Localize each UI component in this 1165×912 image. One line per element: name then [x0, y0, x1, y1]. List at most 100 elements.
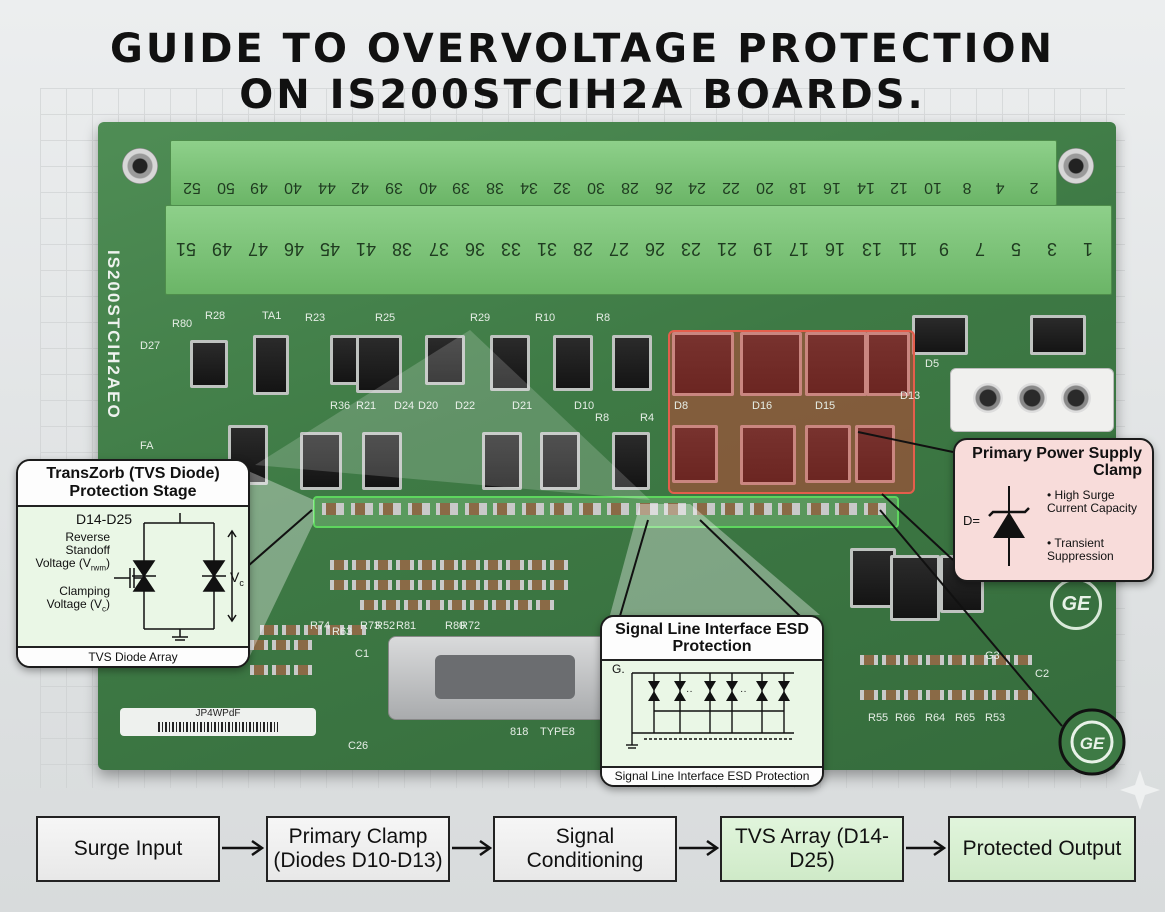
- smd-component: [260, 625, 278, 635]
- terminal-number: 44: [317, 179, 336, 196]
- silkscreen-label: D10: [574, 400, 595, 412]
- ic-chip: [672, 332, 734, 396]
- silkscreen-label: R8: [595, 412, 610, 424]
- smd-component: [550, 580, 568, 590]
- terminal-number: 24: [688, 179, 707, 196]
- tvs-schematic: [114, 513, 237, 641]
- terminal-number: 23: [681, 239, 702, 259]
- mounting-hole-right: [1058, 148, 1094, 184]
- signal-esd-callout: Signal Line Interface ESD Protection G.: [600, 615, 824, 787]
- power-connector: [950, 368, 1114, 432]
- terminal-number: 38: [392, 239, 413, 259]
- smd-component: [484, 560, 502, 570]
- silkscreen-label: C26: [348, 740, 369, 752]
- tvs-diode: [521, 503, 544, 515]
- ic-chip: [890, 555, 940, 621]
- svg-text:··: ··: [686, 686, 693, 697]
- silkscreen-label: R81: [396, 620, 417, 632]
- flow-step-protected-output: Protected Output: [948, 816, 1136, 882]
- ic-chip: [425, 335, 465, 385]
- ic-chip: [356, 335, 402, 393]
- ic-chip: [553, 335, 593, 391]
- silkscreen-label: R29: [470, 312, 491, 324]
- tvs-diode: [749, 503, 772, 515]
- tvs-diode: [863, 503, 886, 515]
- silkscreen-label: R8: [596, 312, 611, 324]
- smd-component: [904, 655, 922, 665]
- smd-component: [294, 640, 312, 650]
- ic-chip: [1030, 315, 1086, 355]
- dsub-connector: [388, 636, 620, 720]
- smd-component: [904, 690, 922, 700]
- silkscreen-label: R4: [640, 412, 655, 424]
- terminal-number: 14: [856, 179, 875, 196]
- smd-component: [448, 600, 466, 610]
- terminal-number: 30: [587, 179, 606, 196]
- smd-component: [992, 690, 1010, 700]
- ic-chip: [482, 432, 522, 490]
- silkscreen-label: R36: [330, 400, 351, 412]
- tvs-callout-footer: TVS Diode Array: [18, 646, 248, 666]
- smd-component: [294, 665, 312, 675]
- ic-chip: [253, 335, 289, 395]
- terminal-number: 41: [356, 239, 377, 259]
- smd-component: [506, 580, 524, 590]
- smd-component: [326, 625, 344, 635]
- smd-component: [440, 580, 458, 590]
- silkscreen-label: FA: [140, 440, 154, 452]
- terminal-number: 52: [183, 179, 201, 196]
- tvs-diode: [350, 503, 373, 515]
- silkscreen-label: D15: [815, 400, 836, 412]
- tvs-range-label: D14-D25: [76, 511, 133, 527]
- silkscreen-label: D5: [925, 358, 940, 370]
- ic-chip: [866, 332, 910, 396]
- terminal-number: 31: [536, 239, 557, 259]
- smd-component: [330, 580, 348, 590]
- smd-component: [418, 580, 436, 590]
- terminal-number: 45: [320, 239, 341, 259]
- silkscreen-label: D21: [512, 400, 533, 412]
- terminal-number: 38: [486, 179, 505, 196]
- tvs-diode: [778, 503, 800, 515]
- smd-component: [860, 690, 878, 700]
- smd-component: [462, 580, 480, 590]
- terminal-block-bottom: [165, 205, 1112, 295]
- silkscreen-label: R52: [375, 620, 396, 632]
- smd-component: [948, 655, 966, 665]
- smd-component: [282, 625, 300, 635]
- ic-chip: [612, 335, 652, 391]
- tvs-diode: [464, 503, 487, 515]
- ic-chip: [740, 332, 802, 396]
- ic-chip: [805, 332, 867, 396]
- flow-arrow-1: [222, 839, 265, 857]
- silkscreen-label: D27: [140, 340, 161, 352]
- smd-component: [506, 560, 524, 570]
- smd-component: [352, 560, 370, 570]
- terminal-number: 36: [464, 239, 485, 259]
- silkscreen-label: R66: [895, 712, 916, 724]
- tvs-diode: [806, 503, 829, 515]
- tvs-callout: TransZorb (TVS Diode) Protection Stage D…: [16, 459, 250, 668]
- smd-component: [374, 580, 392, 590]
- smd-component: [404, 600, 422, 610]
- d-equals-label: D=: [963, 513, 980, 528]
- ic-chip: [912, 315, 968, 355]
- smd-component: [304, 625, 322, 635]
- silkscreen-label: C2: [1035, 668, 1050, 680]
- ic-chip: [672, 425, 718, 483]
- smd-component: [882, 690, 900, 700]
- smd-component: [418, 560, 436, 570]
- smd-component: [272, 665, 290, 675]
- silkscreen-label: R25: [375, 312, 396, 324]
- tvs-diode: [664, 503, 686, 515]
- silkscreen-label: G3: [985, 650, 1000, 662]
- silkscreen-label: R80: [445, 620, 466, 632]
- ic-chip: [740, 425, 796, 485]
- terminal-number: 26: [654, 179, 673, 196]
- smd-component: [514, 600, 532, 610]
- smd-component: [396, 560, 414, 570]
- smd-component: [860, 655, 878, 665]
- silkscreen-label: R55: [868, 712, 889, 724]
- terminal-number: 49: [212, 239, 233, 259]
- ground-g-label: G.: [612, 662, 625, 676]
